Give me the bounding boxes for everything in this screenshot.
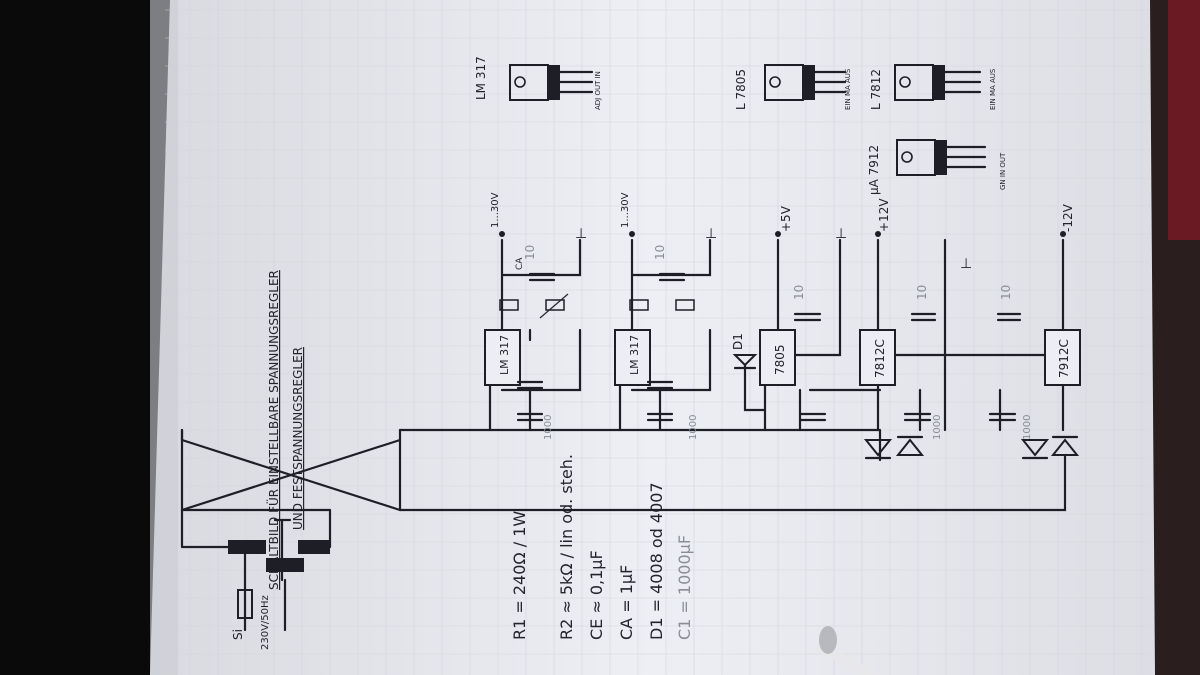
diode-d1: [863, 439, 893, 460]
pinout-lm317-name: LM 317: [474, 56, 488, 100]
lm317-a-cap-c1: [516, 380, 544, 390]
pinout-lm317-pins: ADJ OUT IN: [594, 71, 602, 110]
mains-label: 230V/50Hz: [260, 595, 271, 650]
pinout-ua7912: µA 7912 GN IN OUT: [867, 139, 1007, 195]
legend-ce: CE ≈ 0,1µF: [587, 550, 606, 640]
u7812c-cap-ca: [910, 312, 937, 322]
lm317-a-box: [484, 329, 521, 386]
u7912c-cap-ca: [996, 312, 1022, 322]
lm317-b-wiring: [618, 238, 712, 432]
lm317-a-out-terminal: [499, 231, 505, 237]
u7912c-label: 7912C: [1057, 339, 1071, 378]
lm317-a-cap-ca: [528, 272, 556, 282]
u7805-out-label: +5V: [779, 205, 793, 232]
u7805-ca-val: 10: [792, 285, 806, 300]
pinout-l7805-pins: EIN MA AUS: [844, 68, 852, 110]
gnd-symbol-4: ⊥: [960, 256, 972, 272]
paper-sheet: [150, 0, 1155, 675]
u7912c-cap-c1: [988, 412, 1017, 422]
u7812c-label: 7812C: [873, 339, 887, 378]
pen-tip: [815, 626, 880, 675]
legend-r1: R1 = 240Ω / 1W: [510, 511, 529, 640]
u7805-out-terminal: [775, 231, 781, 237]
bridge-cross: [180, 438, 402, 512]
gnd-symbol-1: ⊥: [575, 226, 587, 242]
lm317-b-cap-ce: [646, 412, 674, 422]
u7812c-ca-val: 10: [915, 285, 929, 300]
legend-ca: CA = 1µF: [617, 565, 636, 640]
u7805-label: 7805: [773, 344, 787, 375]
title-line-2: UND FESTSPANNUNGSREGLER: [291, 347, 305, 530]
u7805-cap-ca: [793, 312, 822, 322]
pinout-l7805: L 7805 EIN MA AUS: [734, 64, 852, 110]
lm317-a-wiring: [488, 238, 582, 432]
diode-d2: [895, 435, 925, 456]
lm317-a-cap-ce: [516, 412, 544, 422]
u7912c-out-label: -12V: [1061, 203, 1075, 232]
fuse-label: Si: [231, 629, 245, 640]
lm317-b-ca-val: 10: [653, 245, 667, 260]
lm317-a-r2-wiper: [539, 293, 569, 319]
diode-d3: [1020, 439, 1050, 460]
lm317-b-out-label: 1...30V: [620, 192, 631, 228]
u7805-cap-c1: [798, 412, 827, 422]
lm317-a-label: LM 317: [498, 335, 511, 375]
lm317-a-r1: [499, 299, 519, 311]
lm317-b-out-terminal: [629, 231, 635, 237]
u7912c-wiring: [998, 238, 1065, 432]
pinout-l7805-name: L 7805: [734, 69, 748, 110]
lm317-b-label: LM 317: [628, 335, 641, 375]
legend-r2: R2 ≈ 5kΩ / lin od. steh.: [557, 454, 576, 640]
u7912c-ca-val: 10: [999, 285, 1013, 300]
u7805-wiring: [743, 238, 882, 432]
pinout-ua7912-pins: GN IN OUT: [999, 152, 1007, 190]
title-line-1: SCHALTBILD FÜR EINSTELLBARE SPANNUNGSREG…: [265, 270, 281, 590]
lm317-a-r2: [545, 299, 565, 311]
negative-bus: [398, 453, 1067, 512]
lm317-a-ca-label: CA: [515, 257, 525, 270]
u7812c-out-label: +12V: [877, 198, 891, 232]
lm317-a-c1-val: 1000: [543, 415, 554, 440]
u7912c-out-terminal: [1060, 231, 1066, 237]
gnd-symbol-2: ⊥: [705, 226, 717, 242]
lm317-b-c1-val: 1000: [688, 415, 699, 440]
pinout-l7812-name: L 7812: [869, 69, 883, 110]
transformer-core: [273, 518, 292, 582]
gnd-symbol-3: ⊥: [835, 226, 847, 242]
pinout-lm317: LM 317 ADJ OUT IN: [474, 56, 602, 110]
red-binder-strip: [1168, 0, 1200, 240]
fuse-symbol: [237, 589, 253, 619]
legend-c1: C1 = 1000µF: [675, 535, 694, 640]
transformer-secondary: [298, 540, 330, 554]
bridge-rails: [180, 428, 402, 512]
u7812c-out-terminal: [875, 231, 881, 237]
lm317-b-r2: [675, 299, 695, 311]
transformer-primary: [228, 540, 266, 554]
d1-label: D1: [731, 333, 745, 350]
pinout-l7812-pins: EIN MA AUS: [989, 68, 997, 110]
u7912c-c1-val: 1000: [1022, 415, 1033, 440]
lm317-a-out-label: 1...30V: [490, 192, 501, 228]
lm317-b-r1: [629, 299, 649, 311]
u7812c-c1-val: 1000: [932, 415, 943, 440]
transformer-primary-2: [266, 558, 304, 572]
u7805-box: [759, 329, 796, 386]
u7812c-cap-c1: [903, 412, 932, 422]
lm317-b-cap-c1: [646, 380, 674, 390]
lm317-a-ca-val: 10: [523, 245, 537, 260]
lm317-b-cap-ca: [658, 272, 686, 282]
ground-terminals: ⊥ ⊥ ⊥ ⊥: [575, 226, 972, 272]
paper-left-shadow: [150, 0, 178, 675]
pinout-l7812: L 7812 EIN MA AUS: [869, 64, 997, 110]
u7812c-wiring: [876, 238, 1002, 432]
pinout-ua7912-name: µA 7912: [867, 145, 881, 195]
legend-d1: D1 = 4008 od 4007: [647, 482, 666, 640]
